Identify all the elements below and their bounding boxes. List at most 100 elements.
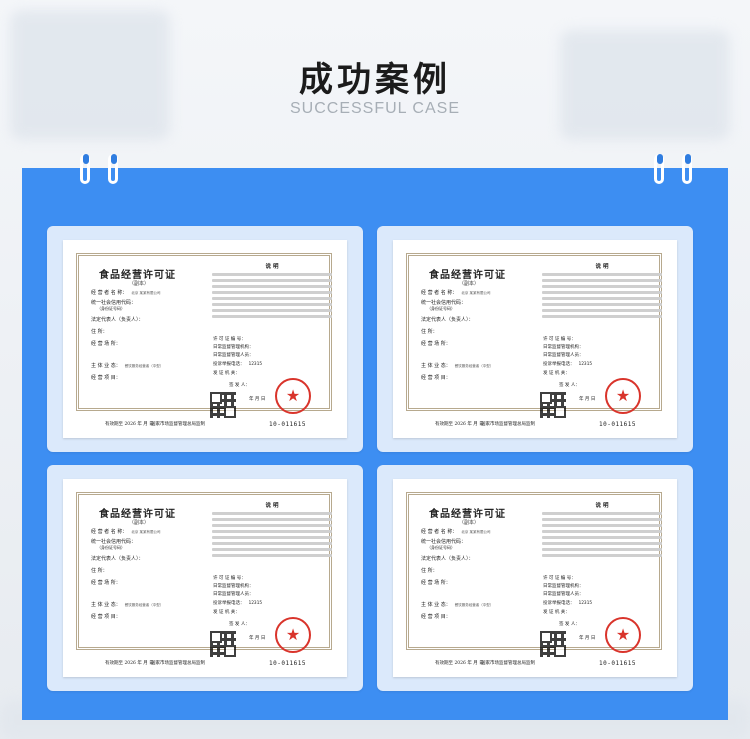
supervise-row: 日常监督管理机构： [213,584,254,589]
valid-row: 有效期至 2026 年 月 日 [435,661,484,666]
issuer-row: 发 证 机 关： [543,371,570,376]
official-seal-icon: ★ [605,378,641,414]
id-row: （身份证号码） [427,545,455,550]
explain-block: 说 明 [212,501,332,557]
license-frame: 食品经营许可证 （副本） 经 营 者 名 称：北京 某某有限公司 统一社会信用代… [406,492,662,666]
license-sheet: 食品经营许可证 （副本） 经 营 者 名 称：北京 某某有限公司 统一社会信用代… [393,240,677,438]
license-footer-number: 10-011615 [599,660,637,667]
subject-row: 主 体 业 态：餐饮服务经营者（中型） [421,602,494,608]
license-card[interactable]: 食品经营许可证 （副本） 经 营 者 名 称：北京 某某有限公司 统一社会信用代… [377,465,693,691]
subject-row: 主 体 业 态：餐饮服务经营者（中型） [421,363,494,369]
license-no-row: 许 可 证 编 号： [543,576,576,581]
items-row: 经 营 项 目： [91,614,121,620]
license-footer-left: 国家市场监督管理总局监制 [481,422,535,427]
license-sheet: 食品经营许可证 （副本） 经 营 者 名 称：北京 某某有限公司 统一社会信用代… [393,479,677,677]
address-row: 经 营 场 所： [421,341,451,347]
signer-row: 签 发 人： [229,383,250,388]
license-copy-label: （副本） [459,520,480,526]
signer-row: 签 发 人： [229,622,250,627]
date-row: 年 月 日 [579,636,596,641]
residence-row: 住 所： [421,329,438,335]
license-card[interactable]: 食品经营许可证 （副本） 经 营 者 名 称：北京 某某有限公司 统一社会信用代… [47,226,363,452]
legal-row: 法定代表人（负责人）： [421,317,474,323]
license-copy-label: （副本） [129,520,150,526]
valid-row: 有效期至 2026 年 月 日 [105,422,154,427]
operator-row: 经 营 者 名 称：北京 某某有限公司 [421,290,491,296]
background-blur [10,10,170,140]
license-sheet: 食品经营许可证 （副本） 经 营 者 名 称：北京 某某有限公司 统一社会信用代… [63,240,347,438]
legal-row: 法定代表人（负责人）： [91,556,144,562]
supervise-person-row: 日常监督管理人员： [543,353,584,358]
date-row: 年 月 日 [579,397,596,402]
operator-row: 经 营 者 名 称：北京 某某有限公司 [421,529,491,535]
explain-block: 说 明 [542,262,662,318]
binder-ring-icon [108,154,120,190]
address-row: 经 营 场 所： [91,341,121,347]
operator-row: 经 营 者 名 称：北京 某某有限公司 [91,290,161,296]
license-copy-label: （副本） [459,281,480,287]
valid-row: 有效期至 2026 年 月 日 [435,422,484,427]
supervise-row: 日常监督管理机构： [543,345,584,350]
supervise-person-row: 日常监督管理人员： [543,592,584,597]
background-blur [560,30,730,140]
license-frame: 食品经营许可证 （副本） 经 营 者 名 称：北京 某某有限公司 统一社会信用代… [406,253,662,427]
supervise-row: 日常监督管理机构： [543,584,584,589]
license-title: 食品经营许可证 [99,270,176,281]
valid-row: 有效期至 2026 年 月 日 [105,661,154,666]
explain-block: 说 明 [212,262,332,318]
qr-code-icon [540,392,566,418]
official-seal-icon: ★ [275,378,311,414]
supervise-person-row: 日常监督管理人员： [213,592,254,597]
license-no-row: 许 可 证 编 号： [543,337,576,342]
legal-row: 法定代表人（负责人）： [421,556,474,562]
binder-ring-icon [682,154,694,190]
license-title: 食品经营许可证 [99,509,176,520]
residence-row: 住 所： [91,329,108,335]
binder-ring-icon [654,154,666,190]
credit-row: 统一社会信用代码： [421,539,467,545]
license-no-row: 许 可 证 编 号： [213,576,246,581]
page-title: 成功案例 [299,60,451,100]
id-row: （身份证号码） [97,306,125,311]
address-row: 经 营 场 所： [91,580,121,586]
license-card[interactable]: 食品经营许可证 （副本） 经 营 者 名 称：北京 某某有限公司 统一社会信用代… [377,226,693,452]
report-row: 投诉举报电话：12315 [213,601,263,606]
qr-code-icon [540,631,566,657]
license-title: 食品经营许可证 [429,270,506,281]
date-row: 年 月 日 [249,636,266,641]
issuer-row: 发 证 机 关： [543,610,570,615]
items-row: 经 营 项 目： [421,375,451,381]
credit-row: 统一社会信用代码： [91,300,137,306]
signer-row: 签 发 人： [559,383,580,388]
official-seal-icon: ★ [605,617,641,653]
report-row: 投诉举报电话：12315 [213,362,263,367]
explain-block: 说 明 [542,501,662,557]
license-frame: 食品经营许可证 （副本） 经 营 者 名 称：北京 某某有限公司 统一社会信用代… [76,253,332,427]
report-row: 投诉举报电话：12315 [543,362,593,367]
license-title: 食品经营许可证 [429,509,506,520]
license-frame: 食品经营许可证 （副本） 经 营 者 名 称：北京 某某有限公司 统一社会信用代… [76,492,332,666]
credit-row: 统一社会信用代码： [91,539,137,545]
supervise-person-row: 日常监督管理人员： [213,353,254,358]
items-row: 经 营 项 目： [91,375,121,381]
license-sheet: 食品经营许可证 （副本） 经 营 者 名 称：北京 某某有限公司 统一社会信用代… [63,479,347,677]
date-row: 年 月 日 [249,397,266,402]
report-row: 投诉举报电话：12315 [543,601,593,606]
issuer-row: 发 证 机 关： [213,371,240,376]
subject-row: 主 体 业 态：餐饮服务经营者（中型） [91,602,164,608]
license-footer-number: 10-011615 [269,421,307,428]
license-card[interactable]: 食品经营许可证 （副本） 经 营 者 名 称：北京 某某有限公司 统一社会信用代… [47,465,363,691]
license-footer-number: 10-011615 [599,421,637,428]
legal-row: 法定代表人（负责人）： [91,317,144,323]
qr-code-icon [210,392,236,418]
license-footer-left: 国家市场监督管理总局监制 [151,422,205,427]
binder-ring-icon [80,154,92,190]
signer-row: 签 发 人： [559,622,580,627]
address-row: 经 营 场 所： [421,580,451,586]
license-no-row: 许 可 证 编 号： [213,337,246,342]
supervise-row: 日常监督管理机构： [213,345,254,350]
issuer-row: 发 证 机 关： [213,610,240,615]
license-footer-left: 国家市场监督管理总局监制 [481,661,535,666]
license-copy-label: （副本） [129,281,150,287]
license-footer-left: 国家市场监督管理总局监制 [151,661,205,666]
